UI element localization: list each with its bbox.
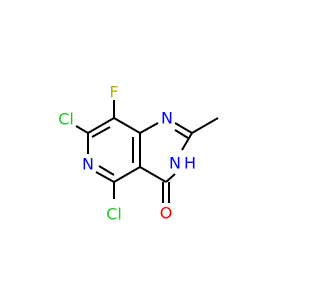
bonds bbox=[75, 100, 219, 203]
bond-c8-c7-inner bbox=[91, 126, 111, 138]
atom-nitrogen-6: N bbox=[82, 155, 94, 174]
bond-c5-c4a bbox=[113, 166, 141, 183]
atom-nitrogen-1: N bbox=[161, 109, 173, 128]
atom-chlorine-5: Cl bbox=[106, 205, 122, 224]
bond-n1-c2 bbox=[174, 122, 193, 134]
bond-c8a-n1 bbox=[139, 122, 159, 134]
atom-labels: F Cl Cl N N H N O bbox=[58, 83, 196, 224]
bond-n6-c5-inner bbox=[98, 165, 115, 176]
bond-c2-n3 bbox=[181, 132, 193, 151]
atom-nitrogen-3: N bbox=[169, 154, 181, 173]
bond-n3-c4 bbox=[165, 173, 176, 183]
atom-hydrogen-3: H bbox=[184, 154, 196, 173]
molecule-diagram: F Cl Cl N N H N O bbox=[58, 83, 219, 224]
bond-c8a-c8 bbox=[113, 117, 141, 134]
bond-n1-c2-inner bbox=[174, 129, 189, 139]
structure-svg: F Cl Cl N N H N O bbox=[58, 83, 219, 224]
bond-c8-c7 bbox=[87, 117, 115, 134]
bond-n6-c5 bbox=[95, 171, 115, 183]
bond-c7-cl bbox=[75, 125, 89, 134]
atom-oxygen-4: O bbox=[160, 204, 173, 223]
atom-fluorine: F bbox=[109, 83, 118, 102]
bond-c4-c4a bbox=[139, 166, 167, 183]
atom-chlorine-7: Cl bbox=[58, 110, 74, 129]
bond-c2-methyl bbox=[191, 117, 219, 134]
